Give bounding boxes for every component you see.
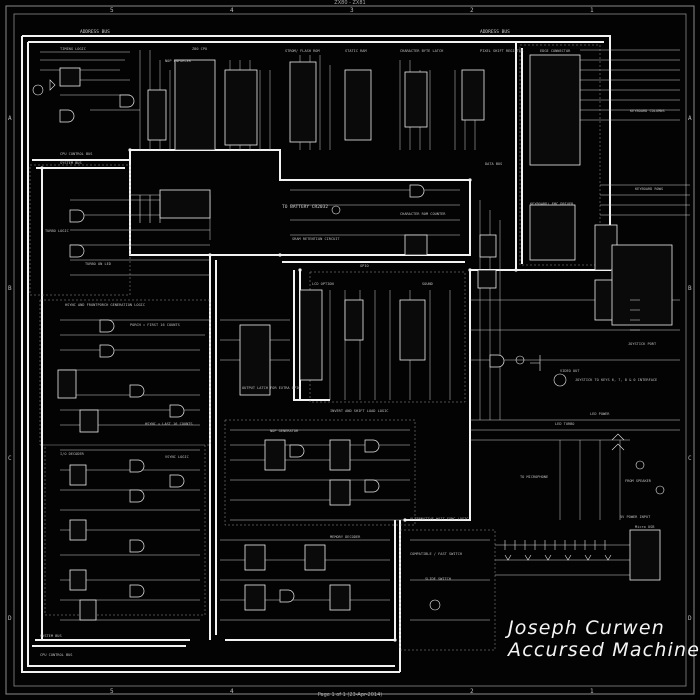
label-keyboard-columns: KEYBOARD COLUMNS [630, 109, 665, 113]
label-power-input: 5V POWER INPUT [620, 515, 651, 519]
label-joystick-keys: JOYSTICK TO KEYS 6, 7, 8 & 0 INTERFACE [575, 378, 657, 382]
svg-text:C: C [8, 455, 12, 462]
album-title: Accursed Machine [508, 639, 700, 661]
label-hsync-logic: HSYNC AND FRONTPORCH GENERATION LOGIC [65, 303, 145, 307]
label-address-bus-1: ADDRESS BUS [80, 29, 110, 35]
label-timing-logic: TIMING LOGIC [60, 47, 86, 51]
label-porch-first: PORCH = FIRST 16 COUNTS [130, 323, 180, 327]
svg-text:A: A [8, 115, 12, 122]
label-keyboard-driver: KEYBOARD/ EMC DRIVER [530, 202, 574, 206]
label-edge-connector: EDGE CONNECTOR [540, 49, 571, 53]
svg-text:B: B [688, 285, 692, 292]
label-sram-retention: SRAM RETENTION CIRCUIT [292, 237, 340, 241]
label-slide-switch: SLIDE SWITCH [425, 577, 451, 581]
label-lcd-option: LCD OPTION [312, 282, 334, 286]
label-z80-cpu: Z80 CPU [192, 47, 207, 51]
svg-text:1: 1 [590, 688, 594, 695]
label-led-power: LED POWER [590, 412, 610, 416]
label-alt-wait: ALTERNATIVE WAIT SYNC LOGIC [410, 517, 468, 521]
label-from-speaker: FROM SPEAKER [625, 479, 652, 483]
label-led-turbo: LED TURBO [555, 422, 574, 426]
label-gpio: GPIO [360, 264, 369, 268]
label-system-bus-bottom: SYSTEM BUS [40, 634, 62, 638]
artist-name: Joseph Curwen [508, 617, 665, 639]
label-video-out: VIDEO OUT [560, 369, 580, 373]
svg-text:D: D [8, 615, 12, 622]
label-memory-decoder: MEMORY DECODER [330, 535, 361, 539]
label-system-bus: SYSTEM BUS [60, 161, 82, 165]
label-invert-shift: INVERT AND SHIFT LOAD LOGIC [330, 409, 388, 413]
svg-text:A: A [688, 115, 692, 122]
label-vsync-logic: VSYNC LOGIC [165, 455, 189, 459]
label-joystick-port: JOYSTICK PORT [628, 342, 657, 346]
svg-text:5: 5 [110, 688, 114, 695]
svg-text:4: 4 [230, 7, 234, 14]
svg-text:C: C [688, 455, 692, 462]
svg-text:4: 4 [230, 688, 234, 695]
label-mini-usb: Micro USB [635, 525, 654, 529]
label-address-bus-2: ADDRESS BUS [480, 29, 510, 35]
svg-text:B: B [8, 285, 12, 292]
label-nop-enforcer: NOP ENFORCER [165, 59, 192, 63]
label-data-bus: DATA BUS [485, 162, 502, 166]
label-io-decoder: I/O DECODER [60, 452, 85, 456]
label-hsync-last: HSYNC = LAST 16 COUNTS [145, 422, 193, 426]
svg-text:D: D [688, 615, 692, 622]
label-output-latch: OUTPUT LATCH FOR EXTRA GPIO [242, 386, 300, 390]
sheet-footer: Page 1 of 1 (23-Apr-2014) [317, 692, 383, 698]
top-sheet-label: ZX80 - ZX81 [334, 0, 366, 6]
label-turbo-led: TURBO ON LED [85, 262, 111, 266]
label-fast-switch: COMPATIBLE / FAST SWITCH [410, 552, 462, 556]
label-cpu-control-bus: CPU CONTROL BUS [60, 152, 92, 156]
label-sound: SOUND [422, 282, 433, 286]
svg-text:2: 2 [470, 688, 474, 695]
label-char-latch: CHARACTER BYTE LATCH [400, 49, 443, 53]
label-to-battery: TO BATTERY CR2032 [282, 204, 328, 210]
label-keyboard-rows: KEYBOARD ROWS [635, 187, 663, 191]
label-turbo-logic: TURBO LOGIC [45, 229, 69, 233]
label-to-microphone: TO MICROPHONE [520, 475, 548, 479]
album-title-block: Joseph Curwen Accursed Machine [508, 617, 700, 665]
label-cpu-control-bus-bottom: CPU CONTROL BUS [40, 653, 72, 657]
label-static-ram: STATIC RAM [345, 49, 367, 53]
svg-text:2: 2 [470, 7, 474, 14]
label-flash-rom: STROM/ FLASH ROM [285, 49, 320, 53]
label-pixel-shift: PIXEL SHIFT REGISTER [480, 49, 524, 53]
label-nop-generator: NOP GENERATOR [270, 429, 299, 433]
svg-text:5: 5 [110, 7, 114, 14]
svg-text:3: 3 [350, 7, 354, 14]
svg-text:1: 1 [590, 7, 594, 14]
label-char-rom-counter: CHARACTER ROM COUNTER [400, 212, 446, 216]
